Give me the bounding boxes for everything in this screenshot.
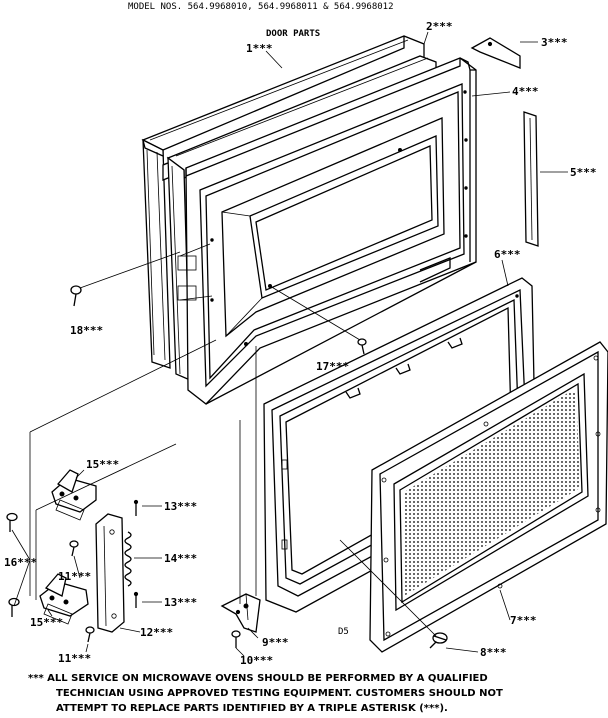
part-9-hinge-bracket — [220, 593, 261, 633]
callout-5: 5*** — [570, 166, 597, 179]
callout-13b: 13*** — [164, 596, 197, 609]
callout-4: 4*** — [512, 85, 539, 98]
figure-code: D5 — [338, 627, 349, 637]
callout-15b: 15*** — [30, 616, 63, 629]
part-5-strip — [523, 111, 539, 247]
part-8-screw — [429, 632, 448, 649]
callout-1: 1*** — [246, 42, 273, 55]
callout-15a: 15*** — [86, 458, 119, 471]
callout-10: 10*** — [240, 654, 273, 667]
service-footnote: *** ALL SERVICE ON MICROWAVE OVENS SHOUL… — [28, 673, 503, 714]
callout-8: 8*** — [480, 646, 507, 659]
callout-16: 16*** — [4, 556, 37, 569]
leader-lines — [11, 31, 568, 657]
callout-7: 7*** — [510, 614, 537, 627]
callout-11b: 11*** — [58, 652, 91, 665]
callout-17: 17*** — [316, 360, 349, 373]
part-18-screw — [70, 251, 181, 307]
part-4-inner-panel — [177, 57, 477, 405]
callout-9: 9*** — [262, 636, 289, 649]
part-3-bracket — [470, 37, 521, 69]
callout-12: 12*** — [140, 626, 173, 639]
part-17-screw — [357, 338, 367, 355]
callout-labels: 1*** 2*** 3*** 4*** 5*** 6*** 7*** 8*** … — [4, 20, 597, 667]
callout-6: 6*** — [494, 248, 521, 261]
footnote-line-3: ATTEMPT TO REPLACE PARTS IDENTIFIED BY A… — [56, 703, 448, 714]
callout-14: 14*** — [164, 552, 197, 565]
footnote-line-1: *** ALL SERVICE ON MICROWAVE OVENS SHOUL… — [28, 673, 488, 684]
callout-3: 3*** — [541, 36, 568, 49]
callout-18: 18*** — [70, 324, 103, 337]
callout-13a: 13*** — [164, 500, 197, 513]
callout-2: 2*** — [426, 20, 453, 33]
part-10-screw — [231, 630, 241, 648]
model-numbers: MODEL NOS. 564.9968010, 564.9968011 & 56… — [128, 2, 394, 12]
section-title: DOOR PARTS — [266, 29, 320, 39]
callout-11a: 11*** — [58, 570, 91, 583]
footnote-line-2: TECHNICIAN USING APPROVED TESTING EQUIPM… — [56, 688, 503, 699]
latch-assembly — [6, 469, 139, 643]
